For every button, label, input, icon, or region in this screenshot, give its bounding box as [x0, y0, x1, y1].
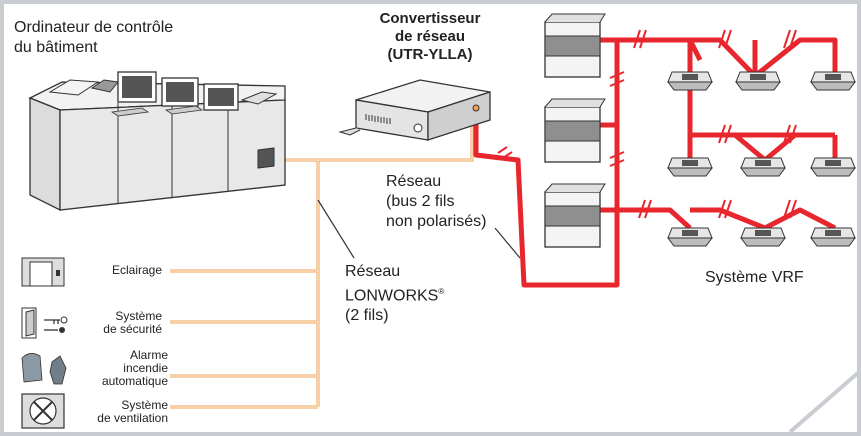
lonworks-registered-mark: ® — [438, 287, 445, 296]
fire-line3: automatique — [101, 374, 168, 388]
security-icon — [21, 307, 68, 339]
bus-converter-to-vrf — [473, 112, 620, 288]
security-label: Système de sécurité — [80, 310, 162, 336]
ventilation-line2: de ventilation — [97, 411, 168, 425]
converter-line1: Convertisseur — [379, 10, 481, 27]
bus-leader-line — [494, 227, 521, 259]
ventilation-fan-icon — [21, 393, 65, 429]
outdoor-unit — [544, 13, 606, 78]
lonworks-leader-line — [317, 199, 355, 259]
indoor-cassette-unit — [667, 227, 713, 247]
building-computer-label: Ordinateur de contrôle du bâtiment — [14, 18, 173, 58]
vrf-piping — [473, 37, 838, 288]
converter-line2: de réseau — [394, 28, 466, 45]
indoor-cassette-unit — [735, 71, 781, 91]
lonworks-label: Réseau LONWORKS® (2 fils) — [345, 262, 444, 326]
converter-label: Convertisseur de réseau (UTR-YLLA) — [362, 10, 498, 64]
fire-line2: incendie — [123, 361, 168, 375]
bus-network-label: Réseau (bus 2 fils non polarisés) — [386, 172, 487, 232]
converter-model: (UTR-YLLA) — [387, 46, 473, 63]
indoor-cassette-unit — [667, 157, 713, 177]
lonworks-line3: (2 fils) — [345, 307, 389, 325]
outdoor-unit — [544, 98, 606, 163]
control-desk — [28, 71, 286, 212]
lonworks-line1: Réseau — [345, 263, 401, 280]
indoor-cassette-unit — [810, 157, 856, 177]
indoor-units — [667, 71, 856, 247]
outdoor-unit — [544, 183, 606, 248]
security-line1: Système — [115, 309, 162, 323]
indoor-cassette-unit — [740, 227, 786, 247]
fire-alarm-icon — [21, 353, 67, 385]
indoor-cassette-unit — [810, 227, 856, 247]
lonworks-name: LONWORKS — [345, 287, 439, 305]
fire-line1: Alarme — [129, 348, 168, 362]
lighting-icon — [21, 257, 65, 287]
bus-network-line3: non polarisés) — [386, 213, 487, 230]
indoor-cassette-unit — [740, 157, 786, 177]
building-computer-line1: Ordinateur de contrôle — [14, 19, 174, 36]
indoor-cassette-unit — [810, 71, 856, 91]
wire-break-marks — [497, 29, 797, 219]
fire-alarm-label: Alarme incendie automatique — [80, 349, 168, 388]
vrf-system-label: Système VRF — [705, 269, 804, 286]
bus-network-line1: Réseau — [386, 173, 442, 190]
lonworks-wire-highlights — [170, 112, 473, 408]
indoor-cassette-unit — [667, 71, 713, 91]
security-line2: de sécurité — [103, 322, 162, 336]
frame-corner-diagonal — [788, 370, 861, 434]
network-converter-box — [338, 79, 491, 141]
bus-network-line2: (bus 2 fils — [386, 193, 455, 210]
ventilation-line1: Système — [121, 398, 168, 412]
building-computer-line2: du bâtiment — [14, 39, 98, 56]
lighting-label: Eclairage — [111, 263, 162, 277]
ventilation-label: Système de ventilation — [80, 399, 168, 425]
